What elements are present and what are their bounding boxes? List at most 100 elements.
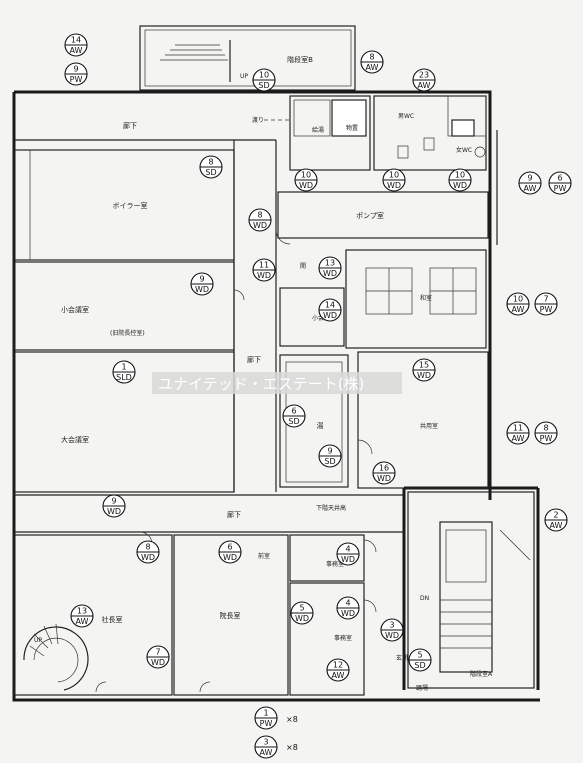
fixture-tag-number: 13 [77, 607, 87, 616]
corridor-top: 廊下 [14, 121, 276, 141]
fixture-tag: 8AW [360, 50, 384, 74]
landing-label: 踊場 [416, 684, 428, 692]
fixture-tag-type: WD [223, 553, 237, 562]
storage-label: 物置 [346, 124, 358, 132]
shared-room: 共用室 [357, 351, 489, 489]
kitchen-label: 給湯 [312, 126, 324, 134]
director-room-label: 院長室 [220, 611, 241, 620]
wc-f-label: 女WC [456, 146, 472, 154]
fixture-tag-number: 5 [417, 651, 422, 660]
fixture-tag-type: AW [512, 434, 525, 443]
aw-count-note: ×8 [286, 743, 298, 752]
fixture-tag: 7PW [534, 292, 558, 316]
office-room-label: 事務室 [326, 560, 344, 568]
small-room-label: 小会議 [312, 314, 330, 322]
stair-room-a-label: 階段室A [470, 670, 493, 678]
fixture-tag-number: 9 [527, 174, 532, 183]
boiler-room-label: ボイラー室 [113, 201, 148, 210]
anteroom-label: 前室 [258, 552, 270, 560]
tatami-label: 和室 [420, 294, 432, 302]
fixture-tag-type: PW [260, 719, 273, 728]
fixture-tag: 3AW [254, 735, 278, 759]
fixture-tag: 6SD [282, 404, 306, 428]
fixture-tag-number: 6 [227, 543, 232, 552]
open-label: 開 [300, 263, 306, 270]
fixture-tag-number: 3 [389, 621, 394, 630]
fixture-tag-type: WD [417, 371, 431, 380]
fixture-tag: 5WD [290, 601, 314, 625]
watermark-text: ユナイテッド・エステート(株) [158, 375, 364, 393]
fixture-tag-type: WD [299, 181, 313, 190]
fixture-tag: 8WD [136, 540, 160, 564]
stair-dn-label: DN [420, 595, 429, 602]
fixture-tag-type: SD [205, 168, 216, 177]
fixture-tag-type: AW [418, 81, 431, 90]
fixture-tag: 9SD [318, 444, 342, 468]
fixture-tag-number: 10 [513, 295, 523, 304]
stair-room-b-label: 階段室B [287, 55, 313, 64]
pump-room: ポンプ室 [277, 191, 489, 239]
fixture-tag-type: SD [414, 661, 425, 670]
fixture-tag-type: AW [76, 617, 89, 626]
corridor-mid-label: 廊下 [247, 355, 261, 364]
fixture-tag-number: 12 [333, 661, 343, 670]
fixture-tag-number: 10 [455, 171, 465, 180]
fixture-tag-type: WD [387, 181, 401, 190]
corridor-lower: 廊下 下階天井高 [14, 494, 404, 533]
pump-room-label: ポンプ室 [356, 211, 384, 220]
fixture-tag-number: 13 [325, 259, 335, 268]
small-meeting-label: 小会議室 [61, 305, 89, 314]
president-room: UP 社長室 [13, 534, 173, 696]
fixture-tag-number: 8 [369, 53, 374, 62]
pw-count-note: ×8 [286, 715, 298, 724]
fixture-tag: 2AW [544, 508, 568, 532]
fixture-tag: 8WD [248, 208, 272, 232]
fixture-tag-type: PW [70, 75, 83, 84]
fixture-tag: 9WD [190, 272, 214, 296]
legend-notes: ×8 ×8 [286, 715, 298, 752]
large-meeting-label: 大会議室 [61, 435, 89, 444]
fixture-tag-number: 7 [155, 648, 160, 657]
corridor-lower-label: 廊下 [227, 510, 241, 519]
small-meeting-sub-label: (旧院長控室) [110, 329, 145, 337]
fixture-tag-number: 16 [379, 464, 389, 473]
fixture-tag-number: 8 [543, 424, 548, 433]
fixture-tag-type: SLD [116, 373, 132, 382]
fixture-tag: 3WD [380, 618, 404, 642]
fixture-tag-type: WD [141, 553, 155, 562]
fixture-tag: 4WD [336, 596, 360, 620]
watermark: ユナイテッド・エステート(株) [152, 372, 402, 394]
stair-room-a: DN 階段室A 玄関 踊場 [396, 491, 535, 692]
fixture-tag-number: 8 [208, 158, 213, 167]
fixture-tag-type: WD [107, 507, 121, 516]
fixture-tag-type: WD [385, 631, 399, 640]
fixture-tag-number: 11 [259, 261, 269, 270]
fixture-tag-type: SD [288, 417, 299, 426]
fixture-tag-number: 2 [553, 511, 558, 520]
fixture-tag-type: WD [257, 271, 271, 280]
fixture-tag-number: 1 [263, 709, 268, 718]
fixture-tag: 5SD [408, 648, 432, 672]
fixture-tag-type: AW [70, 46, 83, 55]
fixture-tag-type: AW [260, 748, 273, 757]
fixture-tag: 4WD [336, 542, 360, 566]
wc-block: 給湯 物置 男WC 女WC 渡り [252, 95, 487, 171]
connecting-label: 渡り [252, 116, 264, 124]
fixture-tag-type: AW [550, 521, 563, 530]
fixture-tag-number: 11 [513, 424, 523, 433]
fixture-tag-type: PW [540, 305, 553, 314]
fixture-tag-type: WD [323, 311, 337, 320]
fixture-tag: 6PW [548, 171, 572, 195]
fixture-tag-number: 15 [419, 361, 429, 370]
